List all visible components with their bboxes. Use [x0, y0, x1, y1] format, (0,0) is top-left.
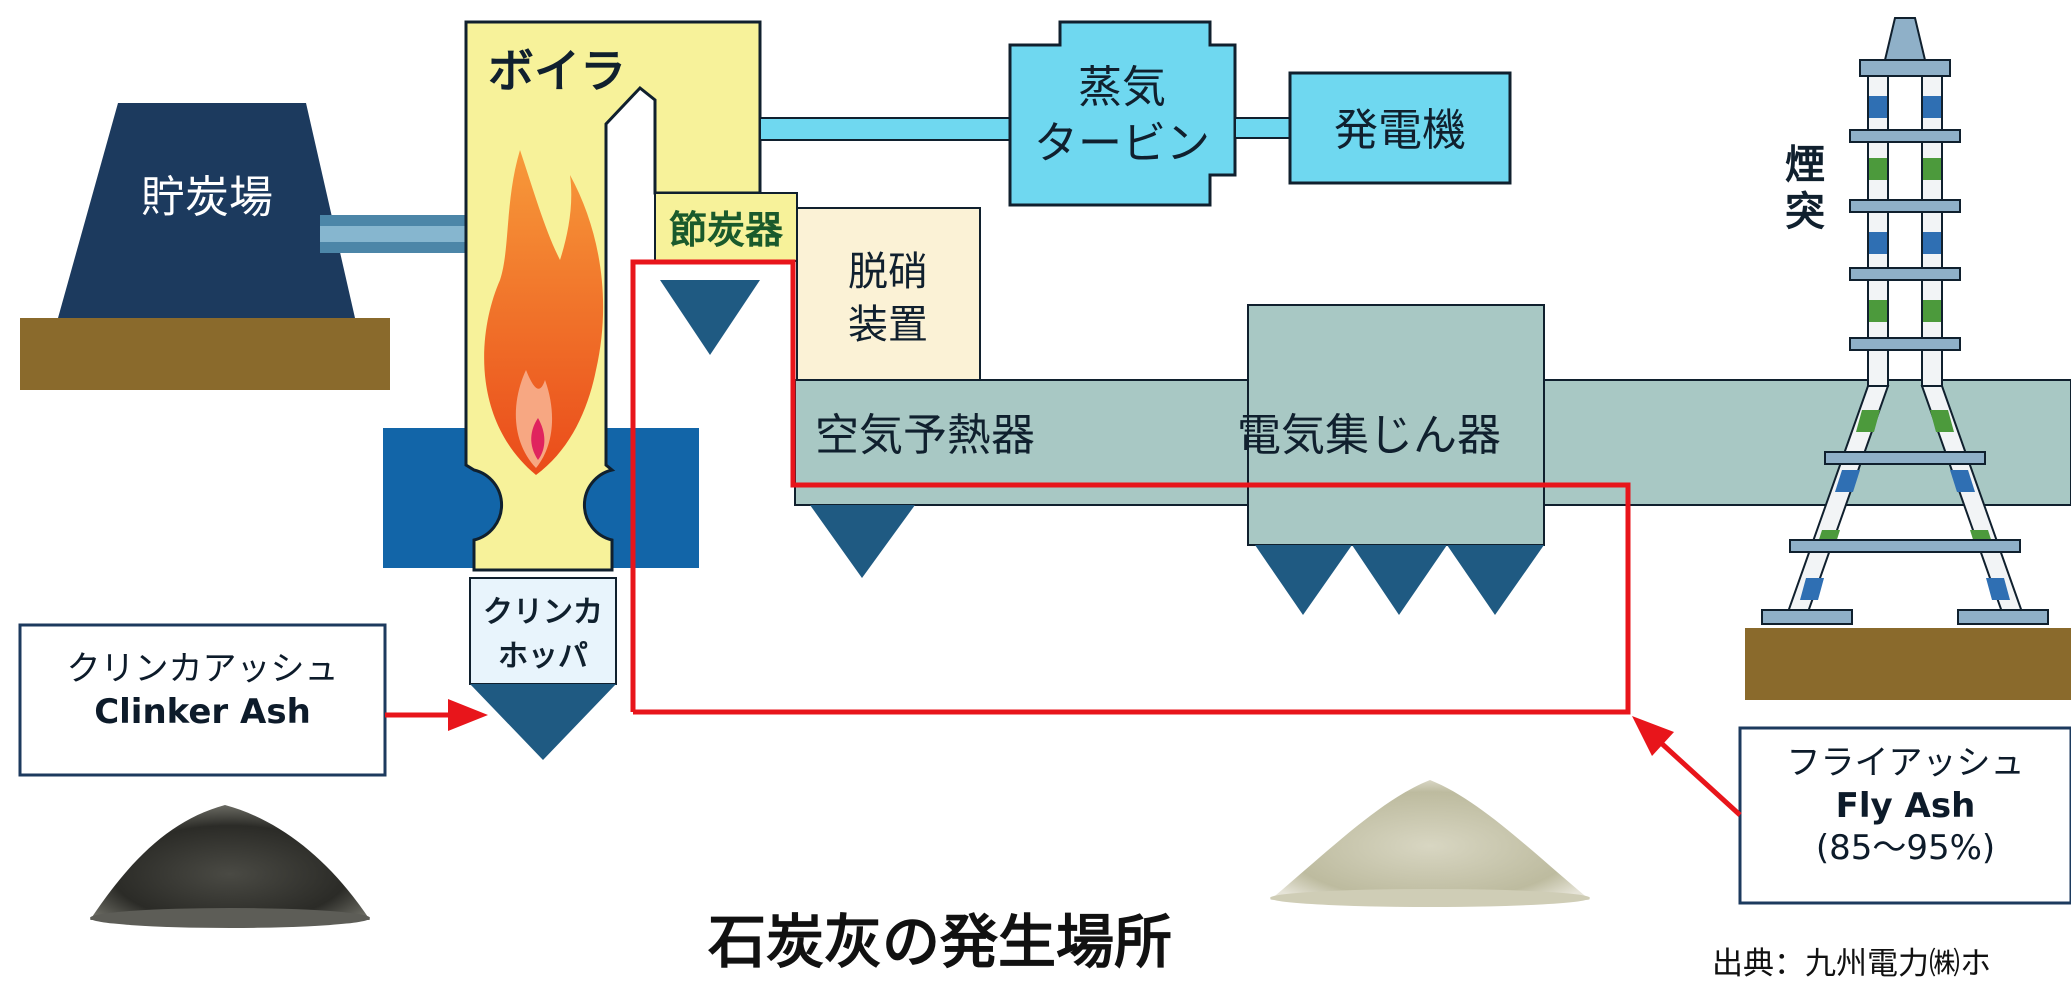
- denitrification-body: [796, 207, 981, 381]
- coal-yard-label: 貯炭場: [141, 172, 273, 223]
- clinker-hopper-body: [469, 577, 617, 685]
- chimney-label-1: 煙: [1785, 142, 1825, 188]
- electrostatic-precipitator: 電気集じん器: [1237, 304, 1545, 615]
- fly-ash-callout: フライアッシュ Fly Ash (85～95%): [1740, 742, 2071, 870]
- chimney-platforms: [1761, 129, 2049, 625]
- flame-core-icon: [531, 418, 545, 460]
- steam-pipe: [759, 117, 1011, 141]
- chimney-ground: [1745, 628, 2071, 700]
- clinker-hopper-label-1: クリンカ: [483, 595, 603, 630]
- clinker-ash-callout-box: [18, 623, 387, 777]
- air-preheater-hopper: [810, 505, 915, 578]
- clinker-ash-callout: クリンカアッシュ Clinker Ash: [20, 648, 385, 733]
- chimney-label-2: 突: [1785, 189, 1825, 235]
- denitrification-label-1: 脱硝: [848, 249, 928, 295]
- chimney: 煙 突: [1745, 17, 2071, 700]
- air-preheater-label: 空気予熱器: [815, 410, 1035, 461]
- economizer-body: [654, 192, 798, 262]
- boiler-label: ボイラ: [488, 44, 626, 98]
- coal-conveyor-inner: [320, 226, 470, 242]
- clinker-ash-jp: クリンカアッシュ: [66, 649, 339, 689]
- fly-ash-percent: (85～95%): [1815, 828, 1996, 868]
- clinker-hopper-label-2: ホッパ: [498, 639, 588, 674]
- diagram-title: 石炭灰の発生場所: [707, 908, 1172, 976]
- clinker-ash-arrow-head: [448, 699, 488, 731]
- fly-ash-callout-box: [1738, 726, 2071, 905]
- steam-turbine-label-1: 蒸気: [1078, 62, 1166, 113]
- precipitator-hopper-2: [1352, 545, 1447, 615]
- clinker-ash-en: Clinker Ash: [94, 691, 311, 732]
- flame-icon: [484, 150, 604, 475]
- precipitator-label: 電気集じん器: [1237, 410, 1501, 461]
- steam-turbine-label-2: タービン: [1034, 118, 1210, 169]
- chimney-cap: [1859, 59, 1951, 77]
- precipitator-hopper-3: [1447, 545, 1544, 615]
- generator: [1288, 71, 1512, 185]
- economizer-label: 節炭器: [669, 208, 784, 252]
- boiler: ボイラ: [464, 20, 762, 572]
- chimney-tip: [1883, 17, 1927, 61]
- steam-turbine-group: 蒸気 タービン 発電機: [759, 20, 1512, 207]
- fly-ash-en: Fly Ash: [1835, 785, 1976, 826]
- coal-yard: 貯炭場: [20, 103, 390, 390]
- clinker-hopper: クリンカ ホッパ: [469, 577, 617, 760]
- clinker-ash-pile-image: [90, 805, 370, 928]
- fly-ash-jp: フライアッシュ: [1786, 743, 2025, 783]
- steam-turbine: [1008, 20, 1237, 207]
- turbine-shaft: [1234, 117, 1291, 139]
- fly-ash-arrow: [1658, 740, 1742, 817]
- coal-yard-ground: [20, 318, 390, 390]
- economizer: 節炭器: [654, 192, 798, 355]
- fly-ash-pile-image: [1270, 780, 1590, 907]
- chimney-bands: [1800, 96, 2010, 600]
- fly-ash-path: [630, 259, 1631, 715]
- economizer-hopper: [660, 280, 760, 355]
- coal-yard-pile: [58, 103, 355, 318]
- clinker-hopper-funnel: [470, 684, 616, 760]
- denitrification-label-2: 装置: [848, 302, 928, 348]
- denitrification-unit: 脱硝 装置: [796, 207, 981, 381]
- precipitator-body: [1247, 304, 1545, 546]
- source-credit: 出典：九州電力㈱ホ: [1712, 946, 1991, 982]
- generator-label: 発電機: [1334, 105, 1466, 156]
- fly-ash-arrow-head: [1632, 716, 1674, 756]
- precipitator-hopper-1: [1255, 545, 1352, 615]
